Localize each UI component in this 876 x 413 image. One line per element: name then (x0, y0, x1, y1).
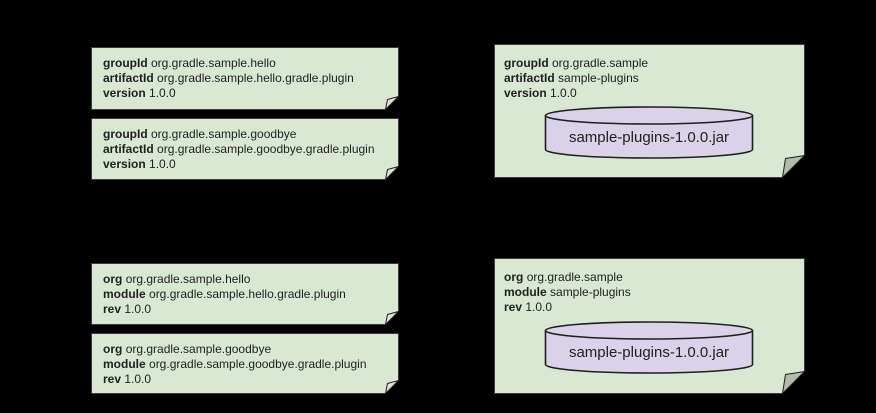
field-label: rev (103, 372, 122, 386)
field-label: artifactId (504, 71, 555, 85)
field-value: 1.0.0 (124, 372, 152, 386)
field-groupid: groupId org.gradle.sample.hello (103, 56, 387, 71)
note-maven-plugins-artifact: groupId org.gradle.sample artifactId sam… (494, 44, 805, 178)
note-shape (91, 118, 399, 180)
note-text: groupId org.gradle.sample artifactId sam… (494, 44, 805, 101)
note-shape (91, 333, 399, 394)
folded-corner-icon (385, 380, 399, 394)
field-version: version 1.0.0 (103, 86, 387, 101)
field-rev: rev 1.0.0 (504, 300, 795, 315)
field-org: org org.gradle.sample.goodbye (103, 342, 387, 357)
folded-corner-icon (385, 96, 399, 110)
field-value: 1.0.0 (550, 86, 577, 100)
note-ivy-goodbye-marker: org org.gradle.sample.goodbye module org… (91, 333, 399, 394)
field-label: version (103, 86, 146, 100)
field-label: module (103, 357, 146, 371)
field-artifactid: artifactId org.gradle.sample.hello.gradl… (103, 71, 387, 86)
field-org: org org.gradle.sample (504, 270, 795, 285)
field-label: groupId (103, 127, 148, 141)
field-label: org (103, 342, 123, 356)
field-label: org (103, 272, 123, 286)
field-value: org.gradle.sample.hello (125, 272, 251, 286)
field-label: groupId (504, 56, 549, 70)
field-module: module sample-plugins (504, 285, 795, 300)
note-maven-hello-marker: groupId org.gradle.sample.hello artifact… (91, 47, 399, 110)
field-value: org.gradle.sample.hello.gradle.plugin (149, 287, 346, 301)
note-text: groupId org.gradle.sample.goodbye artifa… (91, 118, 399, 172)
field-version: version 1.0.0 (103, 157, 387, 172)
field-value: org.gradle.sample.hello.gradle.plugin (157, 71, 354, 85)
field-label: org (504, 270, 524, 284)
field-label: artifactId (103, 71, 154, 85)
field-value: 1.0.0 (149, 157, 176, 171)
jar-filename: sample-plugins-1.0.0.jar (568, 343, 730, 361)
field-artifactid: artifactId org.gradle.sample.goodbye.gra… (103, 142, 387, 157)
note-text: org org.gradle.sample module sample-plug… (494, 258, 805, 315)
note-text: org org.gradle.sample.goodbye module org… (91, 333, 399, 387)
field-groupid: groupId org.gradle.sample.goodbye (103, 127, 387, 142)
field-org: org org.gradle.sample.hello (103, 272, 387, 287)
note-shape (91, 263, 399, 325)
field-rev: rev 1.0.0 (103, 302, 387, 317)
field-label: rev (504, 300, 523, 314)
field-value: sample-plugins (550, 285, 631, 299)
field-label: module (504, 285, 547, 299)
folded-corner-icon (782, 155, 805, 178)
field-value: org.gradle.sample.goodbye (151, 127, 297, 141)
field-label: version (504, 86, 547, 100)
note-ivy-hello-marker: org org.gradle.sample.hello module org.g… (91, 263, 399, 325)
field-artifactid: artifactId sample-plugins (504, 71, 795, 86)
field-module: module org.gradle.sample.goodbye.gradle.… (103, 357, 387, 372)
field-value: org.gradle.sample.hello (151, 56, 276, 70)
field-value: org.gradle.sample.goodbye (125, 342, 272, 356)
field-value: org.gradle.sample.goodbye.gradle.plugin (157, 142, 375, 156)
field-rev: rev 1.0.0 (103, 372, 387, 387)
field-label: artifactId (103, 142, 154, 156)
note-text: org org.gradle.sample.hello module org.g… (91, 263, 399, 317)
field-label: module (103, 287, 146, 301)
field-label: groupId (103, 56, 148, 70)
field-groupid: groupId org.gradle.sample (504, 56, 795, 71)
field-value: org.gradle.sample (526, 270, 623, 284)
field-value: org.gradle.sample (552, 56, 649, 70)
field-value: 1.0.0 (124, 302, 152, 316)
jar-filename: sample-plugins-1.0.0.jar (568, 128, 730, 146)
folded-corner-icon (385, 311, 399, 325)
field-value: 1.0.0 (525, 300, 553, 314)
jar-cylinder-icon: sample-plugins-1.0.0.jar (544, 321, 754, 375)
note-ivy-plugins-artifact: org org.gradle.sample module sample-plug… (494, 258, 805, 394)
field-label: version (103, 157, 146, 171)
field-label: rev (103, 302, 122, 316)
field-value: 1.0.0 (149, 86, 176, 100)
field-value: sample-plugins (558, 71, 639, 85)
note-maven-goodbye-marker: groupId org.gradle.sample.goodbye artifa… (91, 118, 399, 180)
note-shape (91, 47, 399, 110)
folded-corner-icon (782, 371, 805, 394)
note-text: groupId org.gradle.sample.hello artifact… (91, 47, 399, 101)
field-module: module org.gradle.sample.hello.gradle.pl… (103, 287, 387, 302)
field-version: version 1.0.0 (504, 86, 795, 101)
jar-cylinder-icon: sample-plugins-1.0.0.jar (544, 106, 754, 160)
folded-corner-icon (385, 166, 399, 180)
field-value: org.gradle.sample.goodbye.gradle.plugin (149, 357, 367, 371)
